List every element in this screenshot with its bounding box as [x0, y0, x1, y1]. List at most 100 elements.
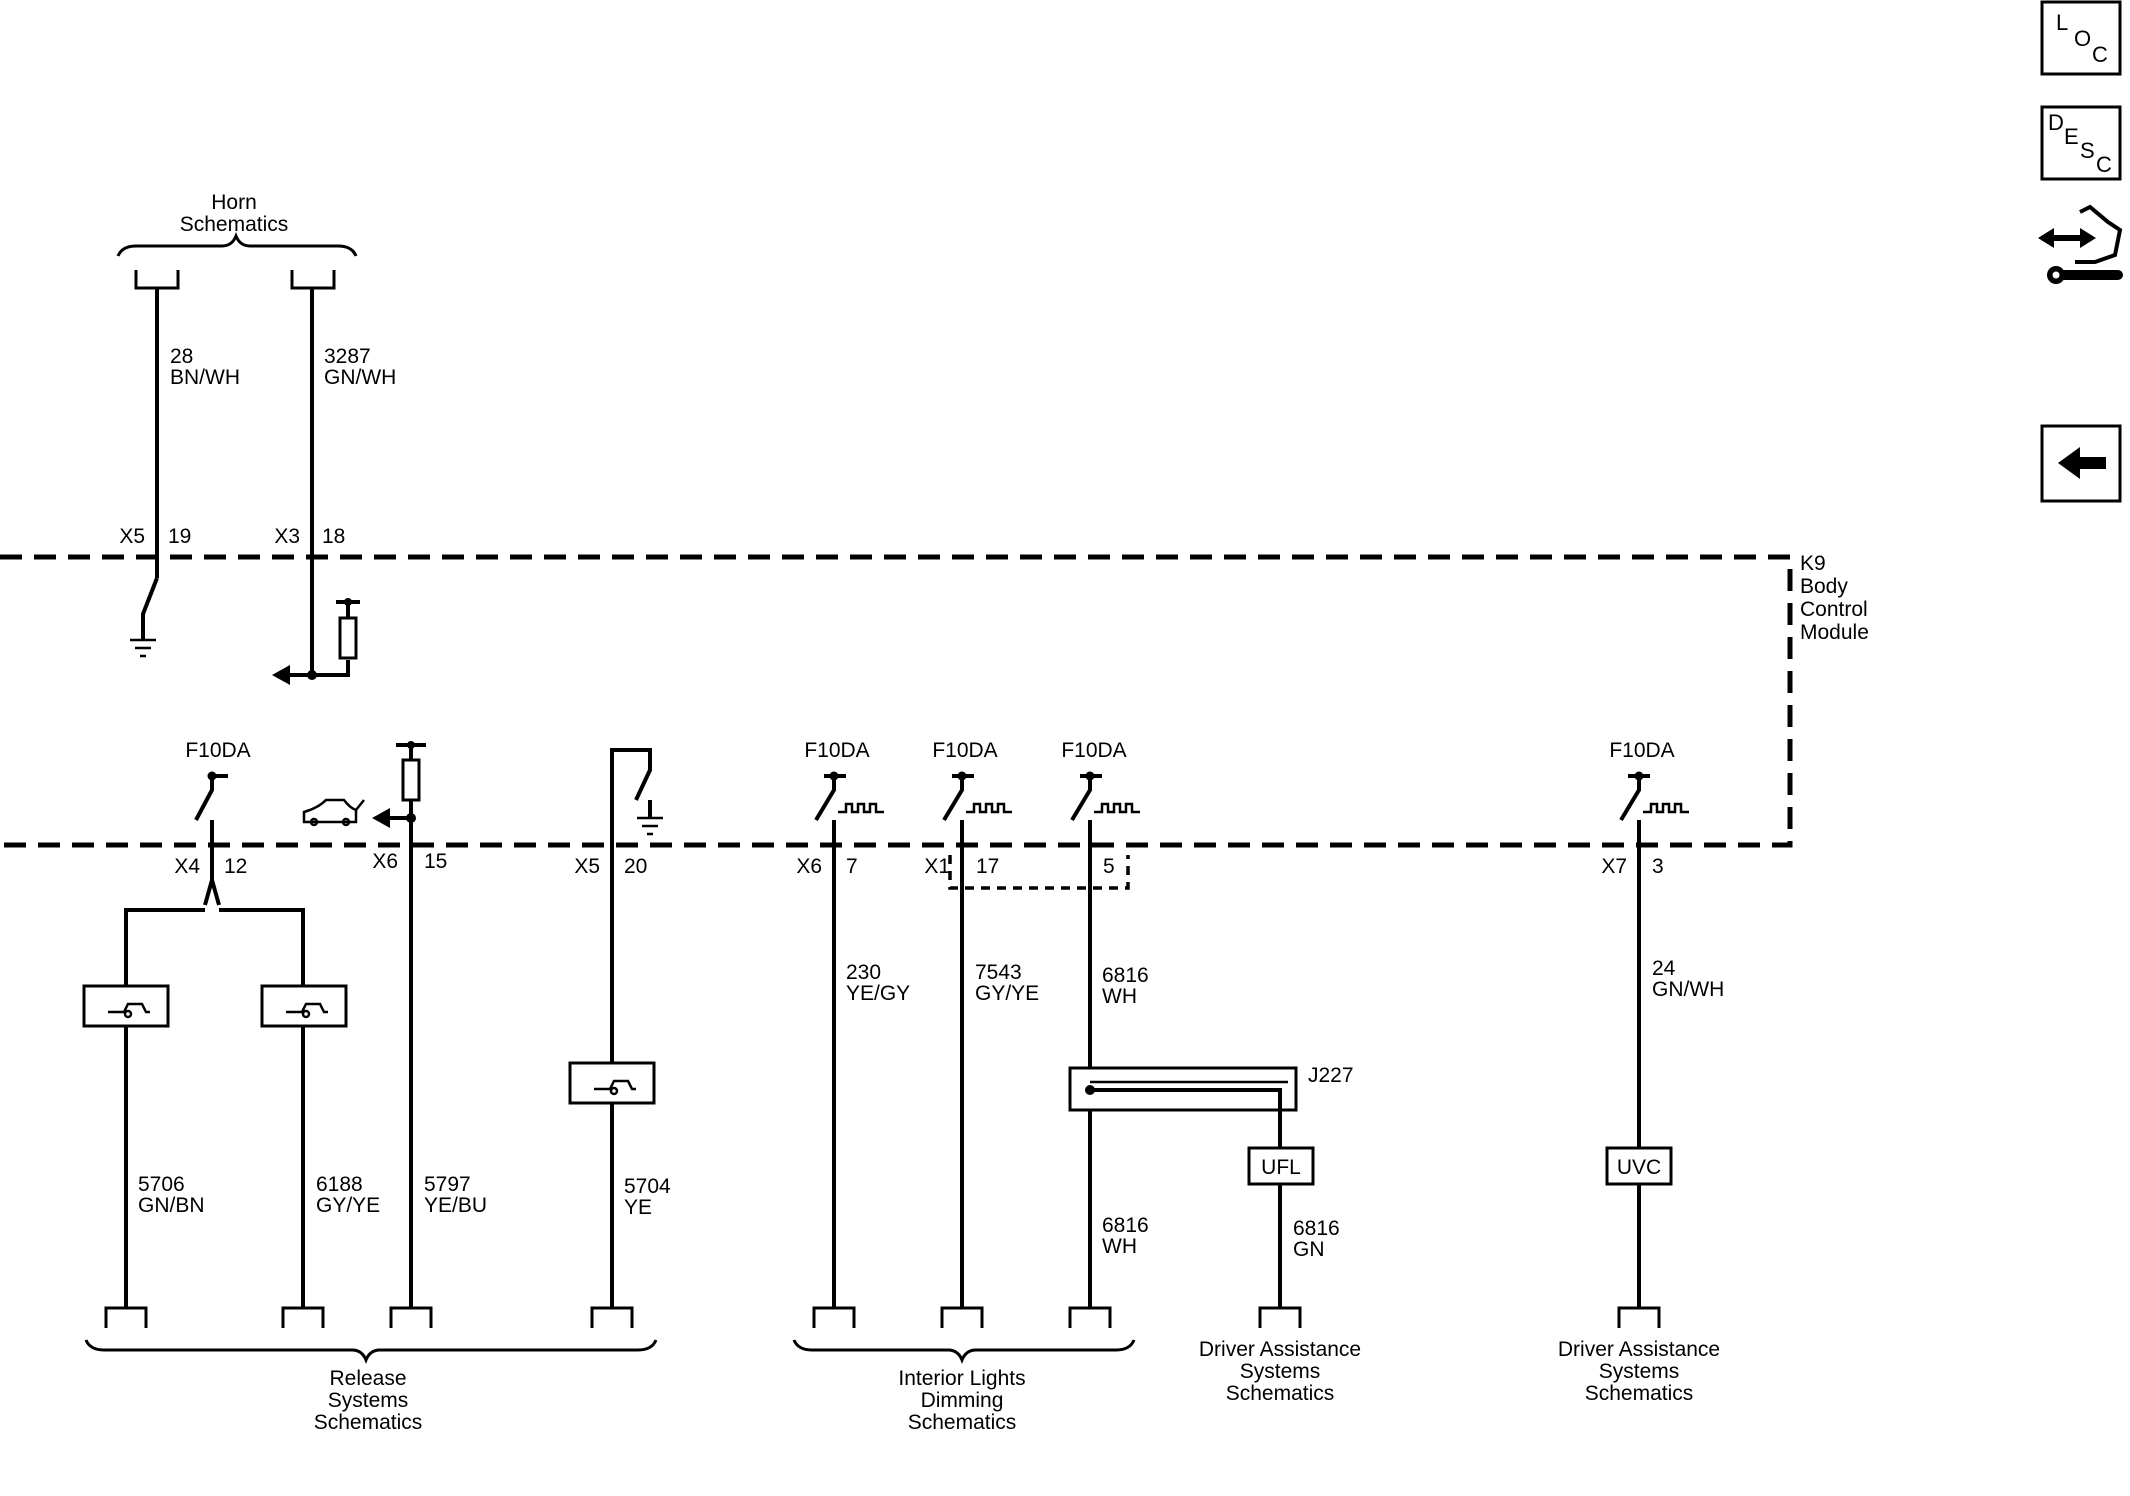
svg-text:Dimming: Dimming [921, 1389, 1004, 1412]
svg-text:Schematics: Schematics [1226, 1382, 1335, 1405]
module-name-1: Body [1800, 575, 1848, 598]
wire-230-color: YE/GY [846, 982, 910, 1005]
module-ref: K9 [1800, 552, 1826, 575]
input-arrow-icon [272, 665, 290, 685]
driver-1-split [124, 908, 305, 1000]
svg-text:Schematics: Schematics [314, 1411, 423, 1434]
loc-letter-l: L [2056, 10, 2068, 35]
wire-6188-color: GY/YE [316, 1194, 380, 1217]
wire-6188-num: 6188 [316, 1173, 363, 1196]
wire-3287-num: 3287 [324, 345, 371, 368]
back-arrow-icon[interactable] [2040, 424, 2122, 503]
wire-5797-num: 5797 [424, 1173, 471, 1196]
splice-ref: J227 [1308, 1064, 1354, 1087]
driver-4-label: F10DA [1061, 739, 1126, 762]
desc-letter-e: E [2064, 124, 2079, 149]
dimming-connector-2 [940, 1306, 984, 1328]
option-uvc: UVC [1605, 1146, 1673, 1186]
pin-12-num: 12 [224, 855, 247, 878]
wire-6816a-num: 6816 [1102, 964, 1149, 987]
svg-text:Horn: Horn [211, 191, 257, 214]
desc-letter-c: C [2096, 152, 2112, 177]
horn-connector-1 [134, 270, 180, 290]
release-switch [568, 1061, 656, 1105]
driver-1-switch [194, 771, 228, 845]
svg-text:Systems: Systems [1240, 1360, 1321, 1383]
bcm-boundary [0, 554, 1793, 848]
pin-19-num: 19 [168, 525, 191, 548]
dimming-schematics-ref[interactable]: Interior Lights Dimming Schematics [792, 1339, 1136, 1434]
wire-3287-color: GN/WH [324, 366, 396, 389]
svg-text:Schematics: Schematics [1585, 1382, 1694, 1405]
switch-icon [141, 577, 159, 632]
desc-button[interactable]: D E S C [2040, 105, 2122, 181]
svg-text:Schematics: Schematics [180, 213, 289, 236]
pin-20-num: 20 [624, 855, 647, 878]
desc-letter-d: D [2048, 110, 2064, 135]
wire-5797-color: YE/BU [424, 1194, 487, 1217]
release-actuator-2 [260, 984, 348, 1028]
wire-5704-num: 5704 [624, 1175, 671, 1198]
release-connector-2 [281, 1306, 325, 1328]
ground-icon [637, 800, 663, 836]
resistor-icon [312, 598, 360, 677]
driver-2-label: F10DA [804, 739, 869, 762]
wire-24-color: GN/WH [1652, 978, 1724, 1001]
release-actuator-1 [82, 984, 170, 1028]
das-schematics-ref-2[interactable]: Driver Assistance Systems Schematics [1558, 1338, 1720, 1405]
pin-7-num: 7 [846, 855, 858, 878]
dimming-connector-1 [812, 1306, 856, 1328]
release-connector-1 [104, 1306, 148, 1328]
das-schematics-ref-1[interactable]: Driver Assistance Systems Schematics [1199, 1338, 1361, 1405]
pin-15-num: 15 [424, 850, 447, 873]
horn-schematics-ref[interactable]: Horn Schematics [116, 191, 358, 257]
pin-3-num: 3 [1652, 855, 1664, 878]
svg-text:Release: Release [329, 1367, 406, 1390]
option-ufl: UFL [1247, 1146, 1315, 1186]
wire-7543-color: GY/YE [975, 982, 1039, 1005]
wire-6816c-color: GN [1293, 1238, 1325, 1261]
wire-230-num: 230 [846, 961, 881, 984]
pin-x5-20-conn: X5 [574, 855, 600, 878]
dimming-connector-3 [1068, 1306, 1112, 1328]
svg-text:Driver Assistance: Driver Assistance [1199, 1338, 1361, 1361]
release-connector-3 [389, 1306, 433, 1328]
svg-text:Interior Lights: Interior Lights [898, 1367, 1025, 1390]
connector-end-view-icon[interactable] [2038, 204, 2123, 284]
svg-text:UVC: UVC [1617, 1156, 1661, 1179]
wire-24-num: 24 [1652, 957, 1676, 980]
wire-6816a-color: WH [1102, 985, 1137, 1008]
pwm-icon [814, 771, 884, 822]
loc-button[interactable]: L O C [2040, 0, 2122, 76]
svg-text:Systems: Systems [1599, 1360, 1680, 1383]
pin-18-num: 18 [322, 525, 345, 548]
pin-x5-conn: X5 [119, 525, 145, 548]
wire-6816b-num: 6816 [1102, 1214, 1149, 1237]
pwm-icon [1070, 771, 1140, 822]
module-name-2: Control [1800, 598, 1868, 621]
splice-j227 [1068, 1066, 1298, 1148]
connector-x1-group [948, 855, 1130, 890]
pin-5-num: 5 [1103, 855, 1115, 878]
wire-5704-color: YE [624, 1196, 652, 1219]
desc-letter-s: S [2080, 138, 2095, 163]
wire-5704 [610, 748, 652, 1310]
svg-text:Schematics: Schematics [908, 1411, 1017, 1434]
pin-x1-conn: X1 [924, 855, 950, 878]
ground-icon [130, 632, 156, 658]
das-connector-1 [1258, 1306, 1302, 1328]
loc-letter-c: C [2092, 42, 2108, 67]
pwm-icon [1619, 771, 1689, 822]
wire-7543-num: 7543 [975, 961, 1022, 984]
wire-6816c-num: 6816 [1293, 1217, 1340, 1240]
resistor-icon [396, 741, 426, 818]
svg-text:UFL: UFL [1261, 1156, 1301, 1179]
pwm-icon [942, 771, 1012, 822]
wire-5706-color: GN/BN [138, 1194, 205, 1217]
release-connector-4 [590, 1306, 634, 1328]
release-schematics-ref[interactable]: Release Systems Schematics [84, 1339, 658, 1434]
driver-1-label: F10DA [185, 739, 250, 762]
svg-text:Driver Assistance: Driver Assistance [1558, 1338, 1720, 1361]
wire-28-num: 28 [170, 345, 193, 368]
